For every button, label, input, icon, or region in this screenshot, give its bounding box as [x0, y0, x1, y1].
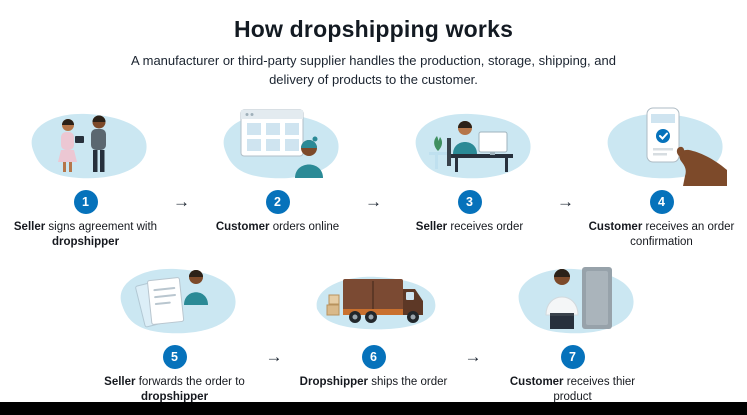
step-number-badge: 2	[265, 189, 290, 214]
step-caption: Customer receives an order confirmation	[588, 220, 735, 249]
step-1: 1 Seller signs agreement with dropshippe…	[7, 98, 165, 251]
step-4: 4 Customer receives an order confirmatio…	[583, 98, 741, 251]
customer-receives-product-illustration	[518, 266, 634, 334]
step-number-badge: 3	[457, 189, 482, 214]
arrow-right-icon: →	[265, 346, 283, 366]
page-subtitle: A manufacturer or third-party supplier h…	[131, 53, 616, 87]
step-caption: Customer receives thier product	[509, 375, 636, 404]
arrow-right-icon: →	[365, 191, 382, 211]
step-number-badge: 7	[560, 344, 585, 369]
arrow-right-icon: →	[464, 346, 482, 366]
step-caption: Dropshipper ships the order	[299, 375, 448, 388]
page-title: How dropshipping works	[233, 16, 514, 42]
seller-dropshipper-agreement-illustration	[31, 113, 147, 178]
dropshipper-ships-truck-illustration	[316, 276, 435, 330]
step-caption: Seller signs agreement with dropshipper	[13, 220, 158, 249]
step-7: 7 Customer receives thier product	[490, 253, 655, 406]
step-caption: Customer orders online	[215, 220, 340, 233]
seller-receives-order-illustration	[415, 113, 531, 178]
step-5: 5 Seller forwards the order to dropshipp…	[92, 253, 257, 406]
seller-forwards-order-illustration	[120, 268, 236, 334]
arrow-right-icon: →	[173, 191, 190, 211]
step-number-badge: 1	[73, 189, 98, 214]
step-caption: Seller forwards the order to dropshipper	[104, 375, 245, 404]
arrow-right-icon: →	[557, 191, 574, 211]
step-caption: Seller receives order	[415, 220, 524, 233]
step-3: 3 Seller receives order	[391, 98, 549, 236]
step-number-badge: 4	[649, 189, 674, 214]
steps-row-1: 1 Seller signs agreement with dropshippe…	[0, 98, 747, 251]
steps-row-2: 5 Seller forwards the order to dropshipp…	[0, 253, 747, 406]
customer-orders-online-illustration	[223, 109, 339, 178]
letterbox-bar	[0, 402, 747, 415]
step-2: 2 Customer orders online	[199, 98, 357, 236]
step-6: 6 Dropshipper ships the order	[291, 253, 456, 391]
order-confirmation-phone-illustration	[607, 107, 727, 186]
step-number-badge: 5	[162, 344, 187, 369]
step-number-badge: 6	[361, 344, 386, 369]
